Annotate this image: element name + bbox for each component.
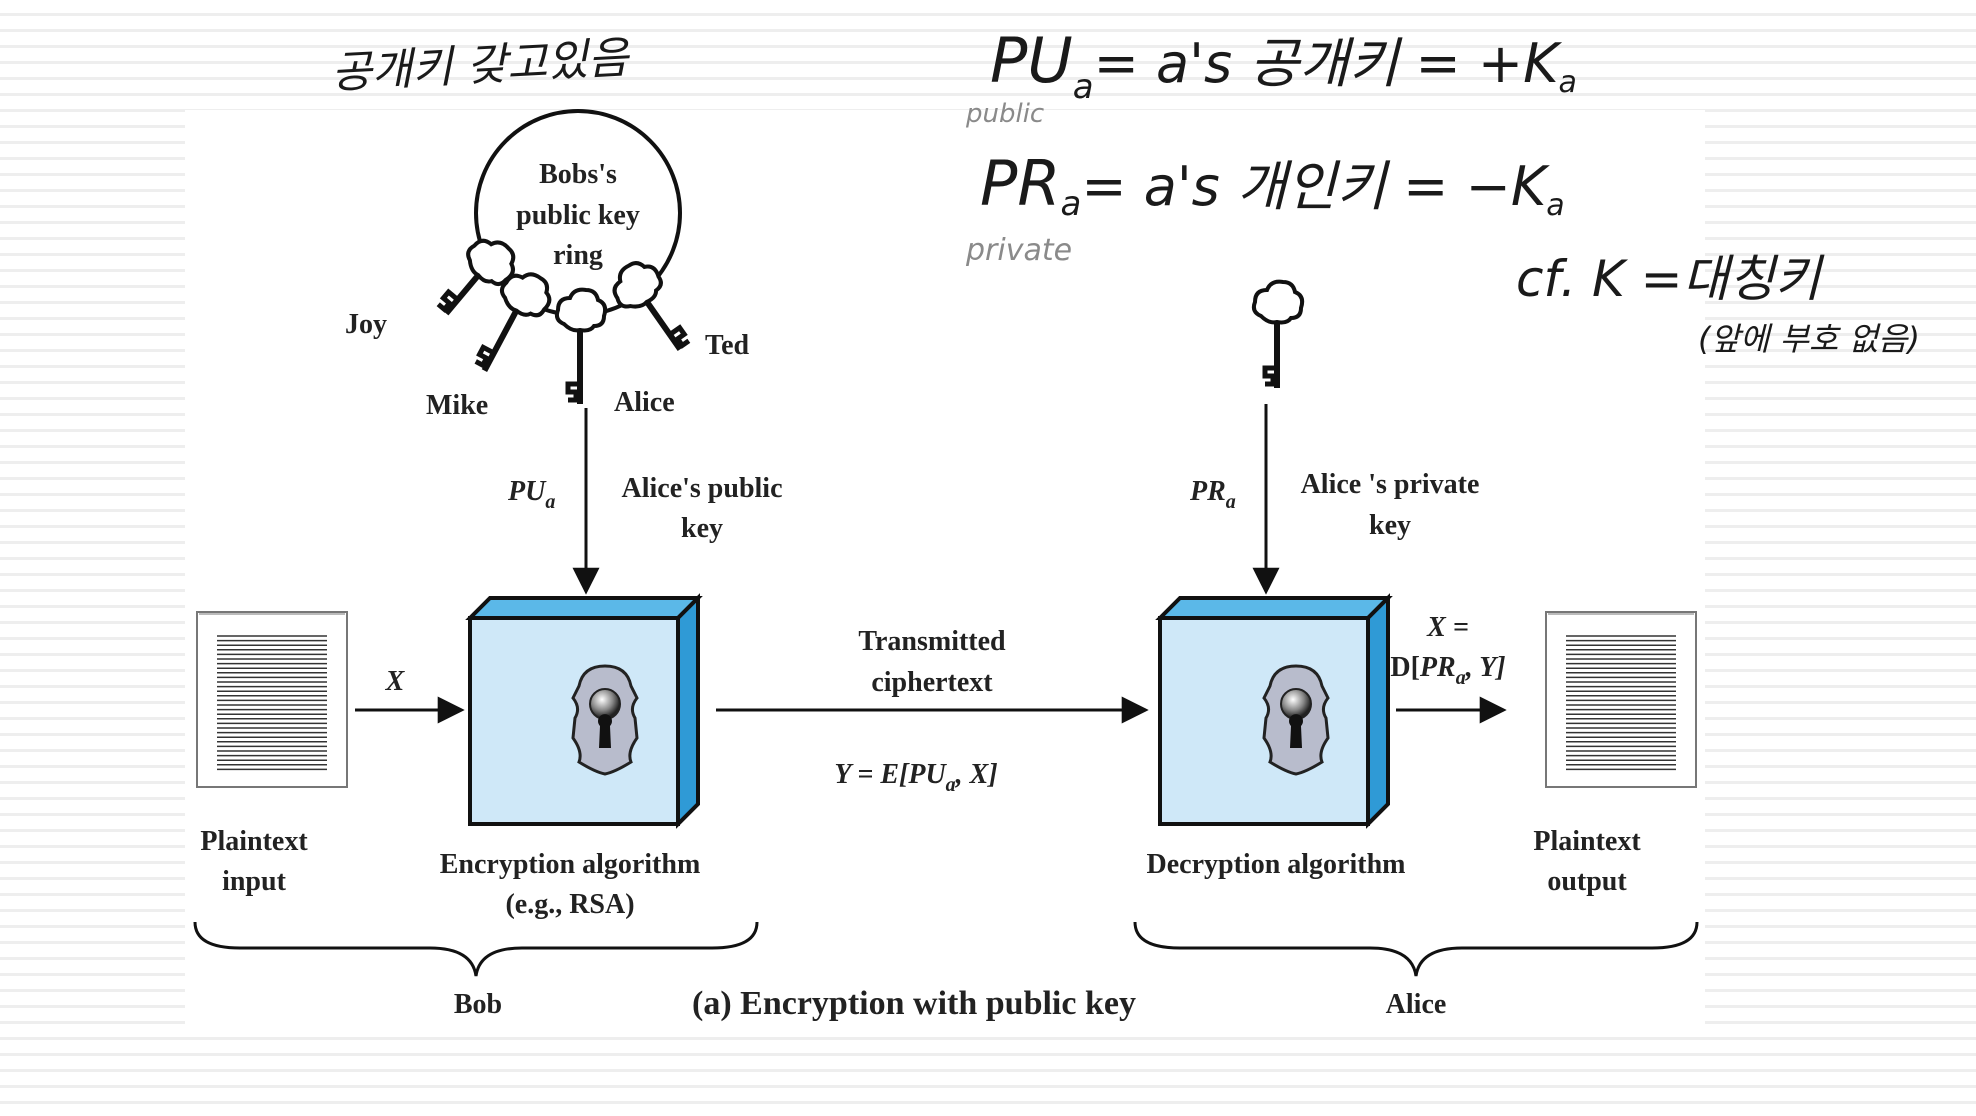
ciphertext-formula: Y = E[PUa, X] (834, 759, 997, 796)
diagram-caption: (a) Encryption with public key (692, 985, 1136, 1022)
handwritten-private-note: private (965, 233, 1072, 268)
key-name-joy: Joy (345, 309, 387, 340)
public-key-label-line1: Alice's public (621, 473, 782, 504)
bob-brace (193, 921, 759, 977)
encryption-algorithm-box (465, 593, 703, 829)
bob-label: Bob (454, 989, 502, 1020)
encryption-label-line1: Encryption algorithm (440, 849, 701, 880)
alice-label: Alice (1386, 989, 1447, 1020)
encryption-label-line2: (e.g., RSA) (505, 889, 634, 920)
public-key-symbol: PUa (507, 476, 555, 513)
transmitted-label-line2: ciphertext (871, 667, 993, 698)
handwritten-public-note: public (965, 99, 1044, 129)
key-ring-title-line1: Bobs's (539, 159, 617, 190)
plaintext-input-document-icon (196, 611, 348, 788)
alice-key-icon (554, 287, 608, 404)
plaintext-input-label-line1: Plaintext (200, 826, 308, 857)
ted-key-icon (602, 252, 691, 352)
key-name-alice: Alice (614, 387, 675, 418)
decryption-lock-icon (1262, 664, 1330, 776)
handwritten-cf-line: cf. K =대칭키 (1516, 250, 1825, 308)
plaintext-output-document-icon (1545, 611, 1697, 788)
key-ring-title-line3: ring (553, 240, 603, 271)
encryption-lock-icon (571, 664, 639, 776)
key-name-mike: Mike (426, 390, 488, 421)
alice-brace (1133, 921, 1699, 977)
output-formula-line2: D[PRa, Y] (1390, 652, 1505, 689)
plaintext-output-label-line2: output (1547, 866, 1627, 897)
joy-key-icon (436, 227, 526, 316)
mike-key-icon (474, 264, 557, 373)
output-formula-line1: X = (1426, 612, 1469, 643)
private-key-icon (1251, 279, 1305, 388)
plaintext-input-label-line2: input (222, 866, 286, 897)
plaintext-output-label-line1: Plaintext (1533, 826, 1641, 857)
handwritten-cf-note: (앞에 부호 없음) (1698, 320, 1920, 358)
handwritten-pu-line: PUa= a's 공개키 = +Ka (990, 24, 1577, 107)
private-key-symbol: PRa (1189, 476, 1236, 513)
decryption-algorithm-box (1155, 593, 1393, 829)
handwritten-top-left: 공개키 갖고있음 (330, 32, 632, 99)
private-key-label-line2: key (1369, 510, 1411, 541)
decryption-label: Decryption algorithm (1147, 849, 1406, 880)
input-arrow-label: X (385, 666, 406, 697)
diagram-paper (185, 110, 1705, 1030)
key-ring-title-line2: public key (516, 200, 640, 231)
private-key-label-line1: Alice 's private (1301, 469, 1480, 500)
handwritten-pr-line: PRa= a's 개인키 = −Ka (980, 147, 1565, 224)
key-name-ted: Ted (705, 330, 750, 361)
transmitted-label-line1: Transmitted (858, 626, 1006, 657)
public-key-label-line2: key (681, 513, 723, 544)
public-key-ring: Bobs's public key ring Joy Mike Al (345, 109, 750, 421)
